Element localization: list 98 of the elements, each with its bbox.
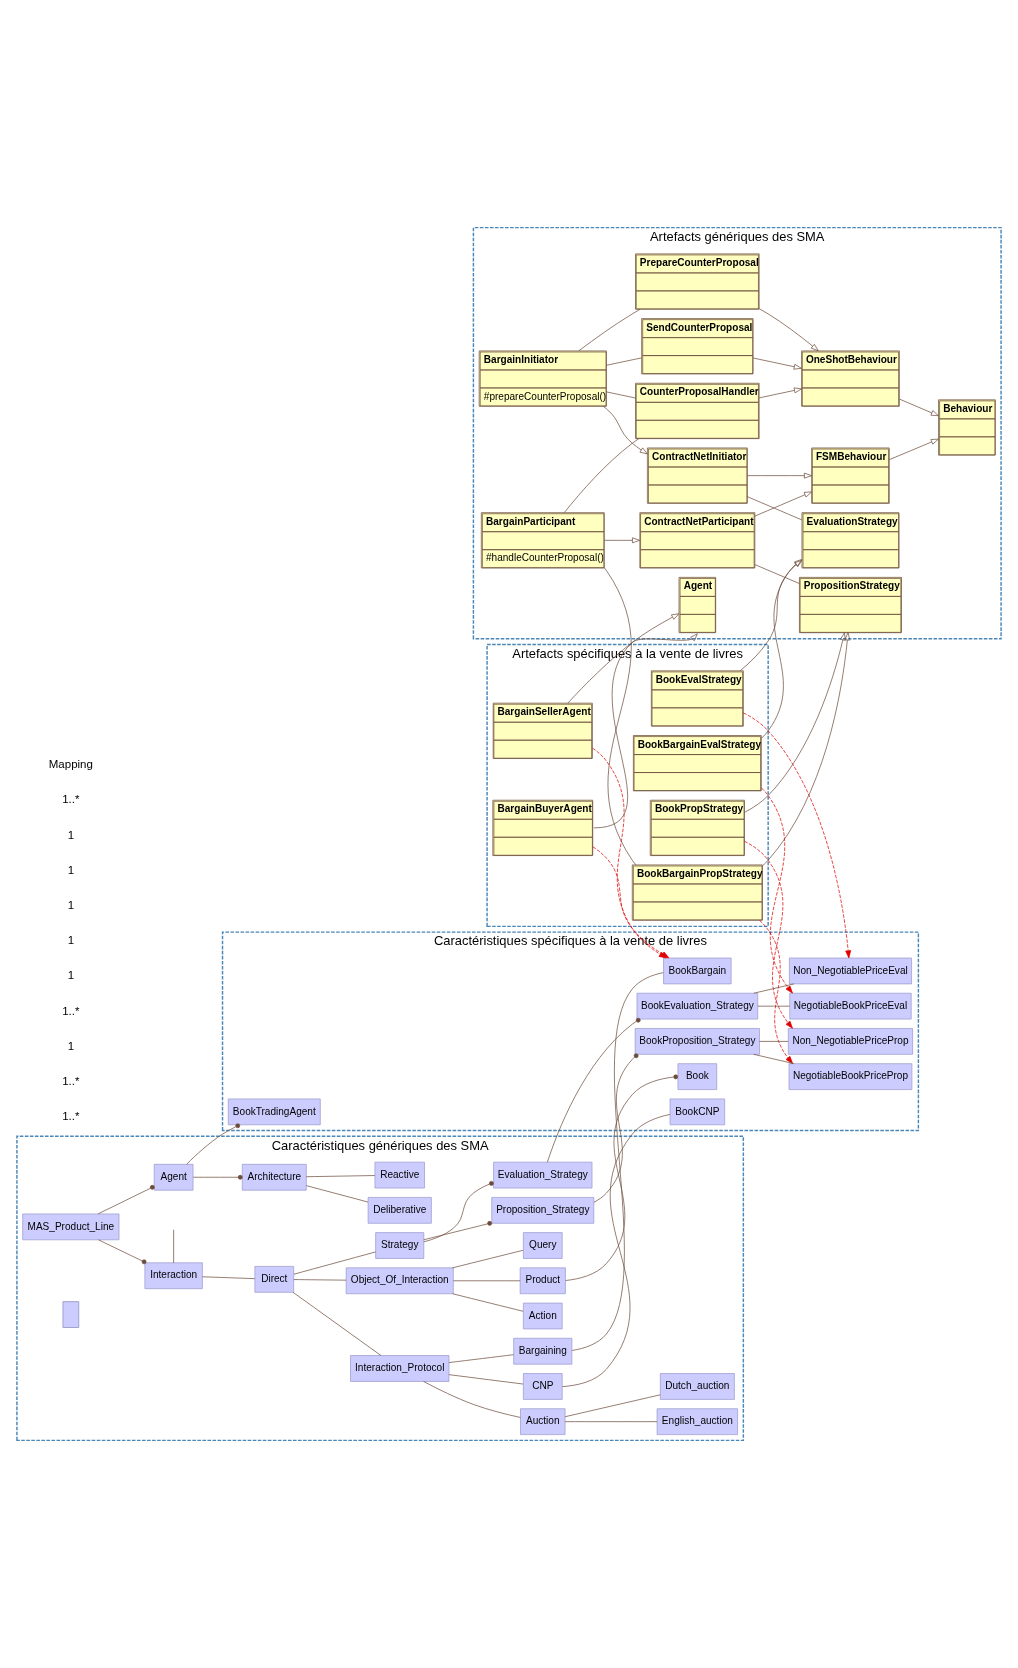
- arrow: [746, 472, 812, 479]
- label: Mapping: [48, 758, 93, 771]
- connector: [562, 1114, 671, 1387]
- arrow: [754, 491, 812, 517]
- node-box: BookBargain: [663, 957, 732, 985]
- connector: [448, 1354, 514, 1363]
- connector: [565, 1074, 679, 1281]
- arrow: [899, 398, 939, 417]
- node-box: Strategy: [375, 1232, 425, 1259]
- connector: [423, 1381, 521, 1418]
- label: 1: [67, 969, 75, 982]
- connector: [192, 1174, 243, 1180]
- node-box: English_auction: [656, 1408, 738, 1435]
- node-box: NegotiableBookPriceEval: [789, 992, 912, 1020]
- node-box: Object_Of_Interaction: [345, 1267, 454, 1295]
- node-box: Architecture: [241, 1163, 307, 1191]
- connector: [564, 1421, 658, 1423]
- node-box: CNP: [523, 1373, 563, 1400]
- connector: [423, 1181, 494, 1243]
- node-box: Query: [523, 1232, 563, 1259]
- label: 1..*: [62, 1075, 80, 1088]
- arrow: [743, 712, 852, 959]
- node-box: BookEvaluation_Strategy: [636, 992, 759, 1020]
- node-box: Reactive: [374, 1161, 425, 1189]
- connector: [173, 1229, 174, 1264]
- label: 1: [67, 863, 75, 876]
- connector: [305, 1185, 369, 1203]
- connector: [305, 1175, 376, 1178]
- connector: [186, 1123, 241, 1165]
- node-box: Dutch_auction: [659, 1373, 735, 1400]
- node-box: Book: [677, 1063, 718, 1090]
- label: 1: [67, 934, 75, 947]
- connector: [202, 1276, 256, 1279]
- node-box: Interaction_Protocol: [350, 1355, 450, 1382]
- label: 1..*: [62, 1004, 80, 1017]
- connector: [97, 1184, 155, 1215]
- connector: [448, 1374, 524, 1385]
- node-box: Agent: [153, 1163, 194, 1191]
- node-box: BookCNP: [669, 1098, 725, 1126]
- arrow: [604, 537, 640, 544]
- node-box: [62, 1301, 80, 1328]
- connector: [753, 983, 795, 994]
- node-box: BookTradingAgent: [227, 1098, 321, 1126]
- arrow: [761, 559, 803, 739]
- connector: [423, 1221, 493, 1241]
- arrow: [758, 308, 819, 352]
- connector: [759, 1041, 789, 1042]
- arrow: [889, 438, 939, 460]
- label: 1..*: [62, 793, 80, 806]
- node-box: Deliberative: [367, 1197, 432, 1224]
- node-box: Non_NegotiablePriceEval: [789, 957, 912, 985]
- arrow: [744, 840, 793, 1029]
- node-box: Bargaining: [513, 1337, 573, 1365]
- connector: [293, 1251, 376, 1275]
- connector: [606, 357, 642, 366]
- label: 1..*: [62, 1110, 80, 1123]
- node-box: BookProposition_Strategy: [634, 1028, 760, 1055]
- arrow: [593, 633, 698, 829]
- node-box: MAS_Product_Line: [22, 1213, 120, 1241]
- connector: [452, 1249, 524, 1269]
- label: 1: [67, 1039, 75, 1052]
- arrow: [752, 357, 802, 370]
- connector: [754, 564, 800, 584]
- node-box: Auction: [520, 1408, 566, 1435]
- connector: [606, 391, 636, 399]
- node-box: Proposition_Strategy: [491, 1197, 595, 1224]
- node-box: Non_NegotiablePriceProp: [787, 1028, 913, 1055]
- connector: [746, 496, 803, 521]
- node-box: NegotiableBookPriceProp: [788, 1063, 913, 1090]
- connector: [604, 567, 637, 866]
- connector: [98, 1239, 147, 1265]
- label: 1: [67, 898, 75, 911]
- connector: [293, 1279, 347, 1281]
- arrow: [762, 632, 851, 867]
- arrow: [567, 613, 680, 704]
- node-box: Product: [519, 1267, 566, 1295]
- connector: [547, 1017, 641, 1163]
- connector: [578, 308, 641, 352]
- arrow: [759, 920, 793, 1064]
- connector: [564, 438, 640, 513]
- label: 1: [67, 828, 75, 841]
- node-box: Evaluation_Strategy: [493, 1161, 593, 1189]
- connector: [564, 1394, 661, 1418]
- connector: [453, 1280, 521, 1282]
- arrow: [602, 405, 648, 455]
- arrow: [761, 787, 793, 994]
- connector: [292, 1291, 382, 1356]
- connector: [593, 1053, 639, 1203]
- connector: [452, 1293, 524, 1312]
- node-box: Direct: [254, 1266, 295, 1293]
- connector: [571, 972, 664, 1351]
- node-box: Interaction: [144, 1262, 203, 1290]
- connector: [757, 1005, 790, 1007]
- node-box: Action: [523, 1302, 563, 1330]
- arrow: [758, 387, 802, 399]
- arrow: [744, 632, 846, 813]
- arrow: [739, 560, 803, 672]
- connector: [753, 1054, 795, 1064]
